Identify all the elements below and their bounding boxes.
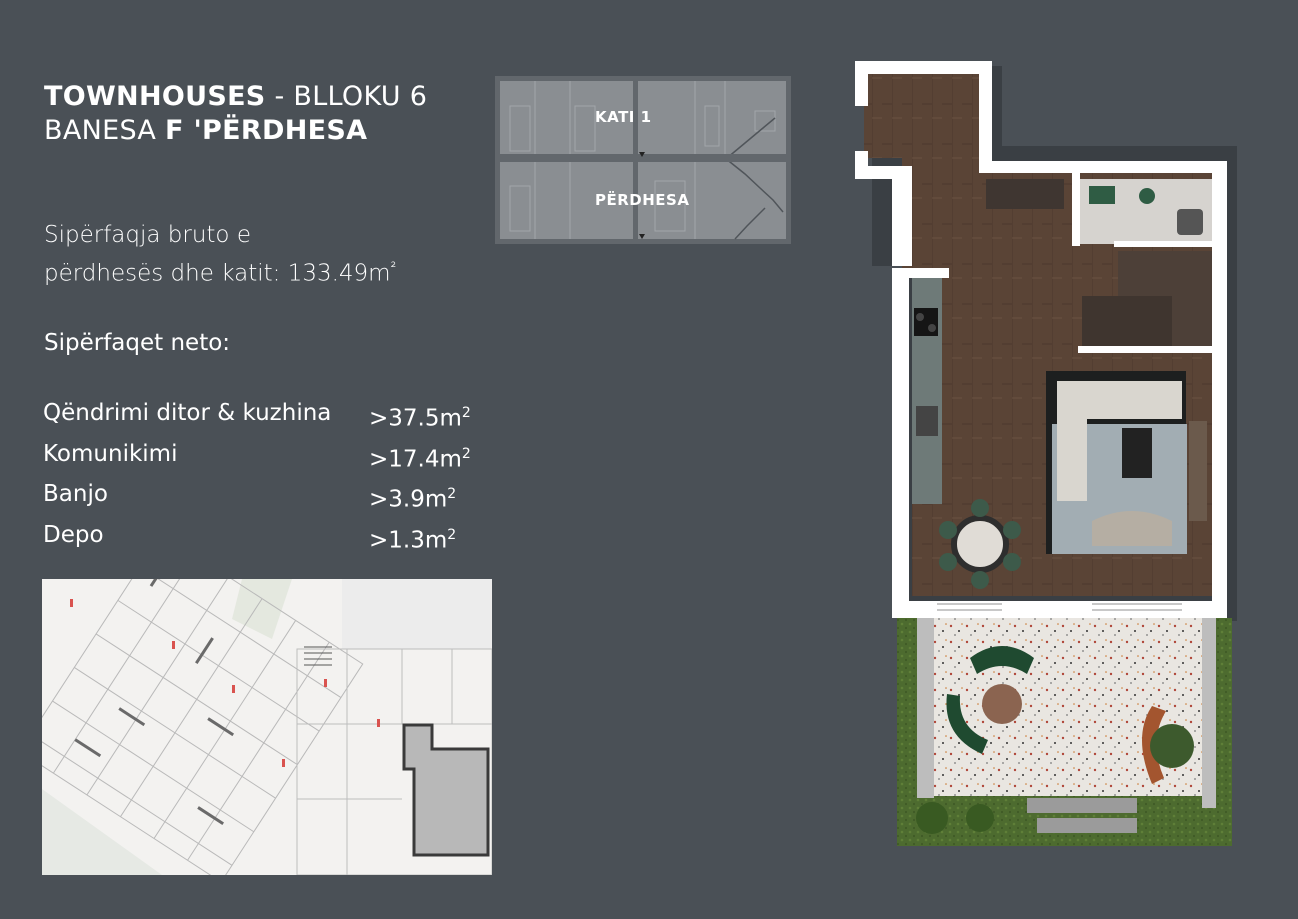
- net-area-heading: Sipërfaqet neto:: [44, 330, 231, 356]
- key-plan-section: KATI 1 PËRDHESA: [495, 76, 791, 244]
- section-drawing: [495, 76, 791, 244]
- title-line-2: BANESA F 'PËRDHESA: [44, 114, 427, 148]
- floor-label-ground: PËRDHESA: [595, 191, 690, 209]
- block-name: - BLLOKU 6: [265, 81, 428, 112]
- gross-area: Sipërfaqja bruto e përdhesës dhe katit: …: [44, 219, 396, 291]
- site-plan-drawing: [19, 532, 493, 883]
- floor-plan: [852, 46, 1248, 846]
- net-area-row: Qëndrimi ditor & kuzhina >37.5m2: [43, 400, 471, 432]
- site-plan: [19, 532, 493, 883]
- unit-name: F 'PËRDHESA: [165, 115, 368, 146]
- floor-plan-drawing: [855, 61, 1237, 846]
- net-area-row: Depo >1.3m2: [43, 521, 457, 554]
- net-area-row: Komunikimi >17.4m2: [43, 440, 471, 473]
- gross-area-line-2: përdhesës dhe katit: 133.49m²: [44, 260, 397, 287]
- title-line-1: TOWNHOUSES - BLLOKU 6: [44, 80, 427, 114]
- net-area-table: Qëndrimi ditor & kuzhina >37.5m2 Komunik…: [43, 396, 471, 559]
- net-area-row: Banjo >3.9m2: [43, 481, 457, 513]
- gross-area-line-1: Sipërfaqja bruto e: [44, 222, 251, 248]
- title-block: TOWNHOUSES - BLLOKU 6 BANESA F 'PËRDHESA: [44, 80, 427, 148]
- project-name: TOWNHOUSES: [44, 81, 266, 112]
- floor-label-upper: KATI 1: [595, 108, 652, 126]
- unit-prefix: BANESA: [44, 115, 166, 146]
